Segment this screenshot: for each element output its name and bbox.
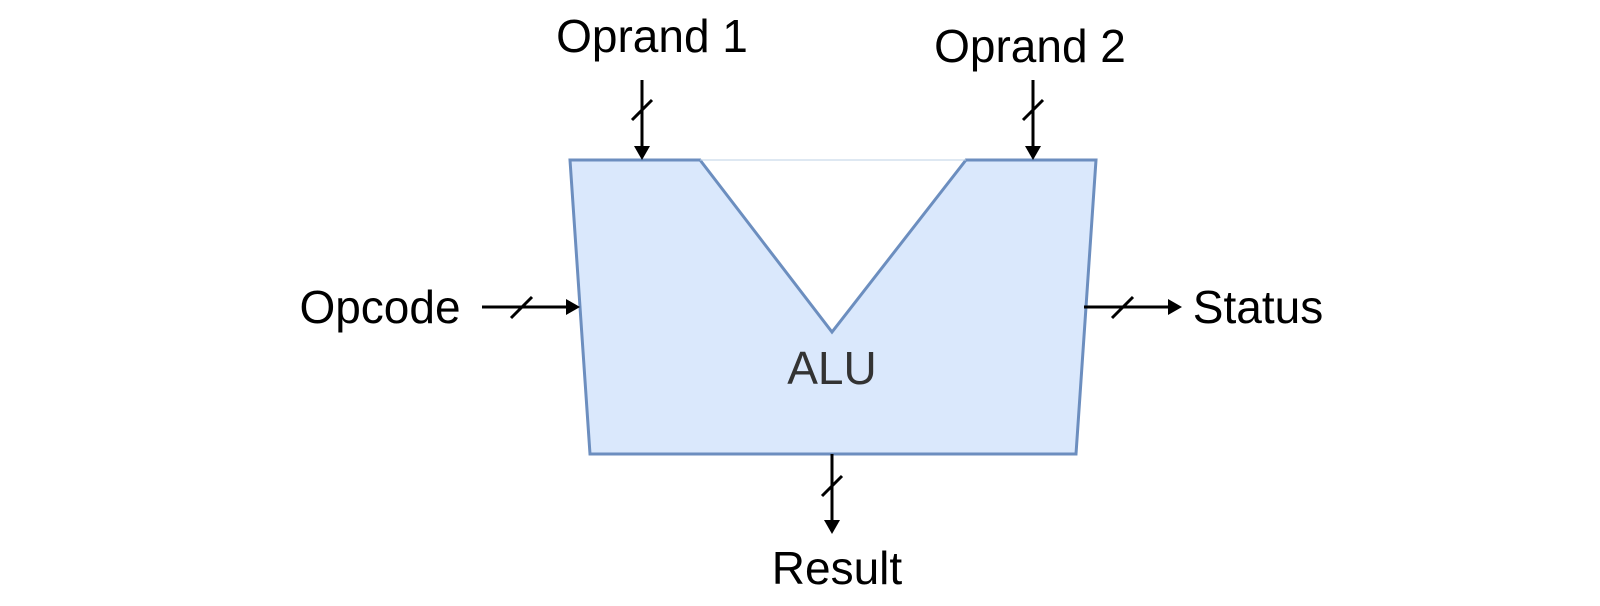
opcode-label: Opcode [299, 281, 460, 333]
status-arrow [1084, 295, 1182, 320]
status-label: Status [1193, 281, 1323, 333]
opcode-arrow [482, 295, 580, 320]
result-label: Result [772, 542, 903, 594]
operand2-label: Oprand 2 [934, 20, 1126, 72]
alu-block-shape [568, 158, 1098, 456]
operand2-arrow [1021, 80, 1045, 160]
alu-label: ALU [787, 342, 876, 394]
result-arrow [820, 454, 844, 534]
operand1-label: Oprand 1 [556, 10, 748, 62]
operand1-arrow [630, 80, 654, 160]
